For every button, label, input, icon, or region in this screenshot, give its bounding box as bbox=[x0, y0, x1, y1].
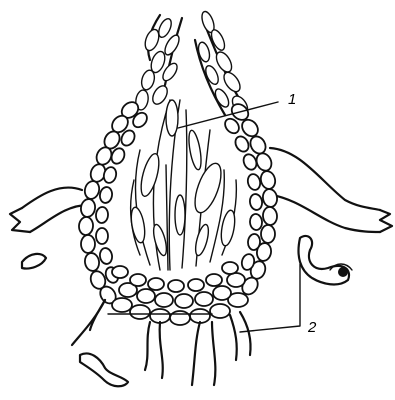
left-branch bbox=[10, 188, 88, 232]
label-1: 1 bbox=[288, 91, 296, 108]
upper-right-prong bbox=[195, 10, 251, 117]
label-2: 2 bbox=[307, 319, 317, 336]
upper-left-prong bbox=[134, 15, 182, 111]
inner-filaments bbox=[129, 100, 237, 270]
bottom-filaments bbox=[22, 236, 352, 386]
right-branch bbox=[270, 148, 392, 232]
